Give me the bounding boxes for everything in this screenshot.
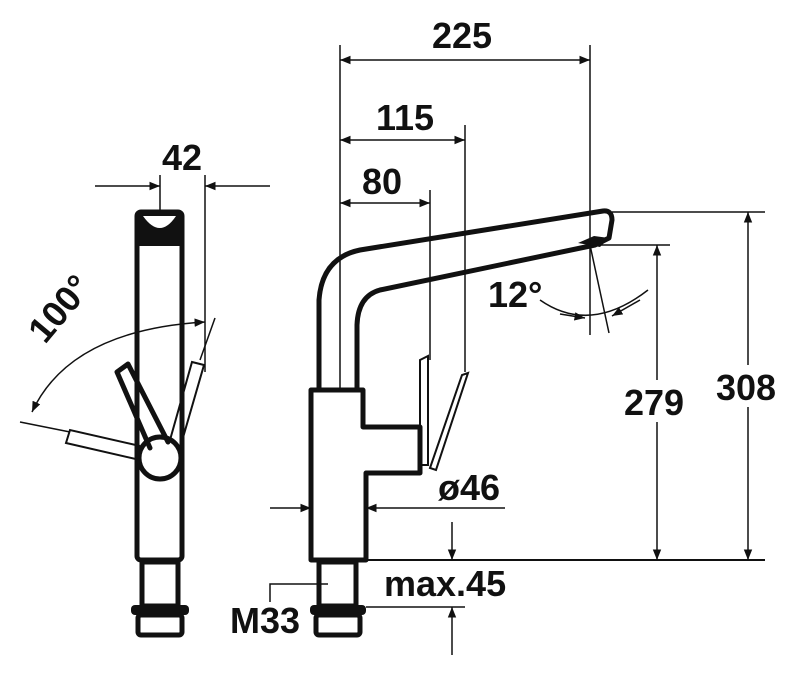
spout (316, 208, 615, 393)
lever-reach-dimension: 115 (376, 97, 434, 138)
front-view: 42 100° (20, 137, 270, 638)
total-height-dimension: 308 (716, 367, 776, 408)
reach-dimension: 225 (432, 15, 492, 56)
spout-tilt-dimension: 12° (488, 274, 542, 315)
front-body (134, 209, 185, 563)
body-diameter-dimension: ø46 (438, 467, 500, 508)
ghost-lever-right (169, 360, 206, 449)
front-shank (139, 559, 181, 609)
side-body (308, 387, 423, 563)
width-dimension: 42 (162, 137, 202, 178)
side-view: 225 115 80 12° 308 279 ø46 max.45 (230, 15, 784, 655)
max-thickness-dimension: max.45 (384, 563, 506, 604)
lever-angle-dimension: 100° (20, 267, 99, 350)
front-nut (135, 612, 185, 638)
ghost-lever-left (64, 428, 141, 461)
lever-offset-dimension: 80 (362, 161, 402, 202)
lever-pivot (136, 434, 184, 482)
thread-dimension: M33 (230, 600, 300, 641)
side-ghost-lever (428, 371, 470, 472)
outlet-height-dimension: 279 (624, 382, 684, 423)
side-nut (313, 612, 363, 638)
side-lever (419, 354, 429, 466)
